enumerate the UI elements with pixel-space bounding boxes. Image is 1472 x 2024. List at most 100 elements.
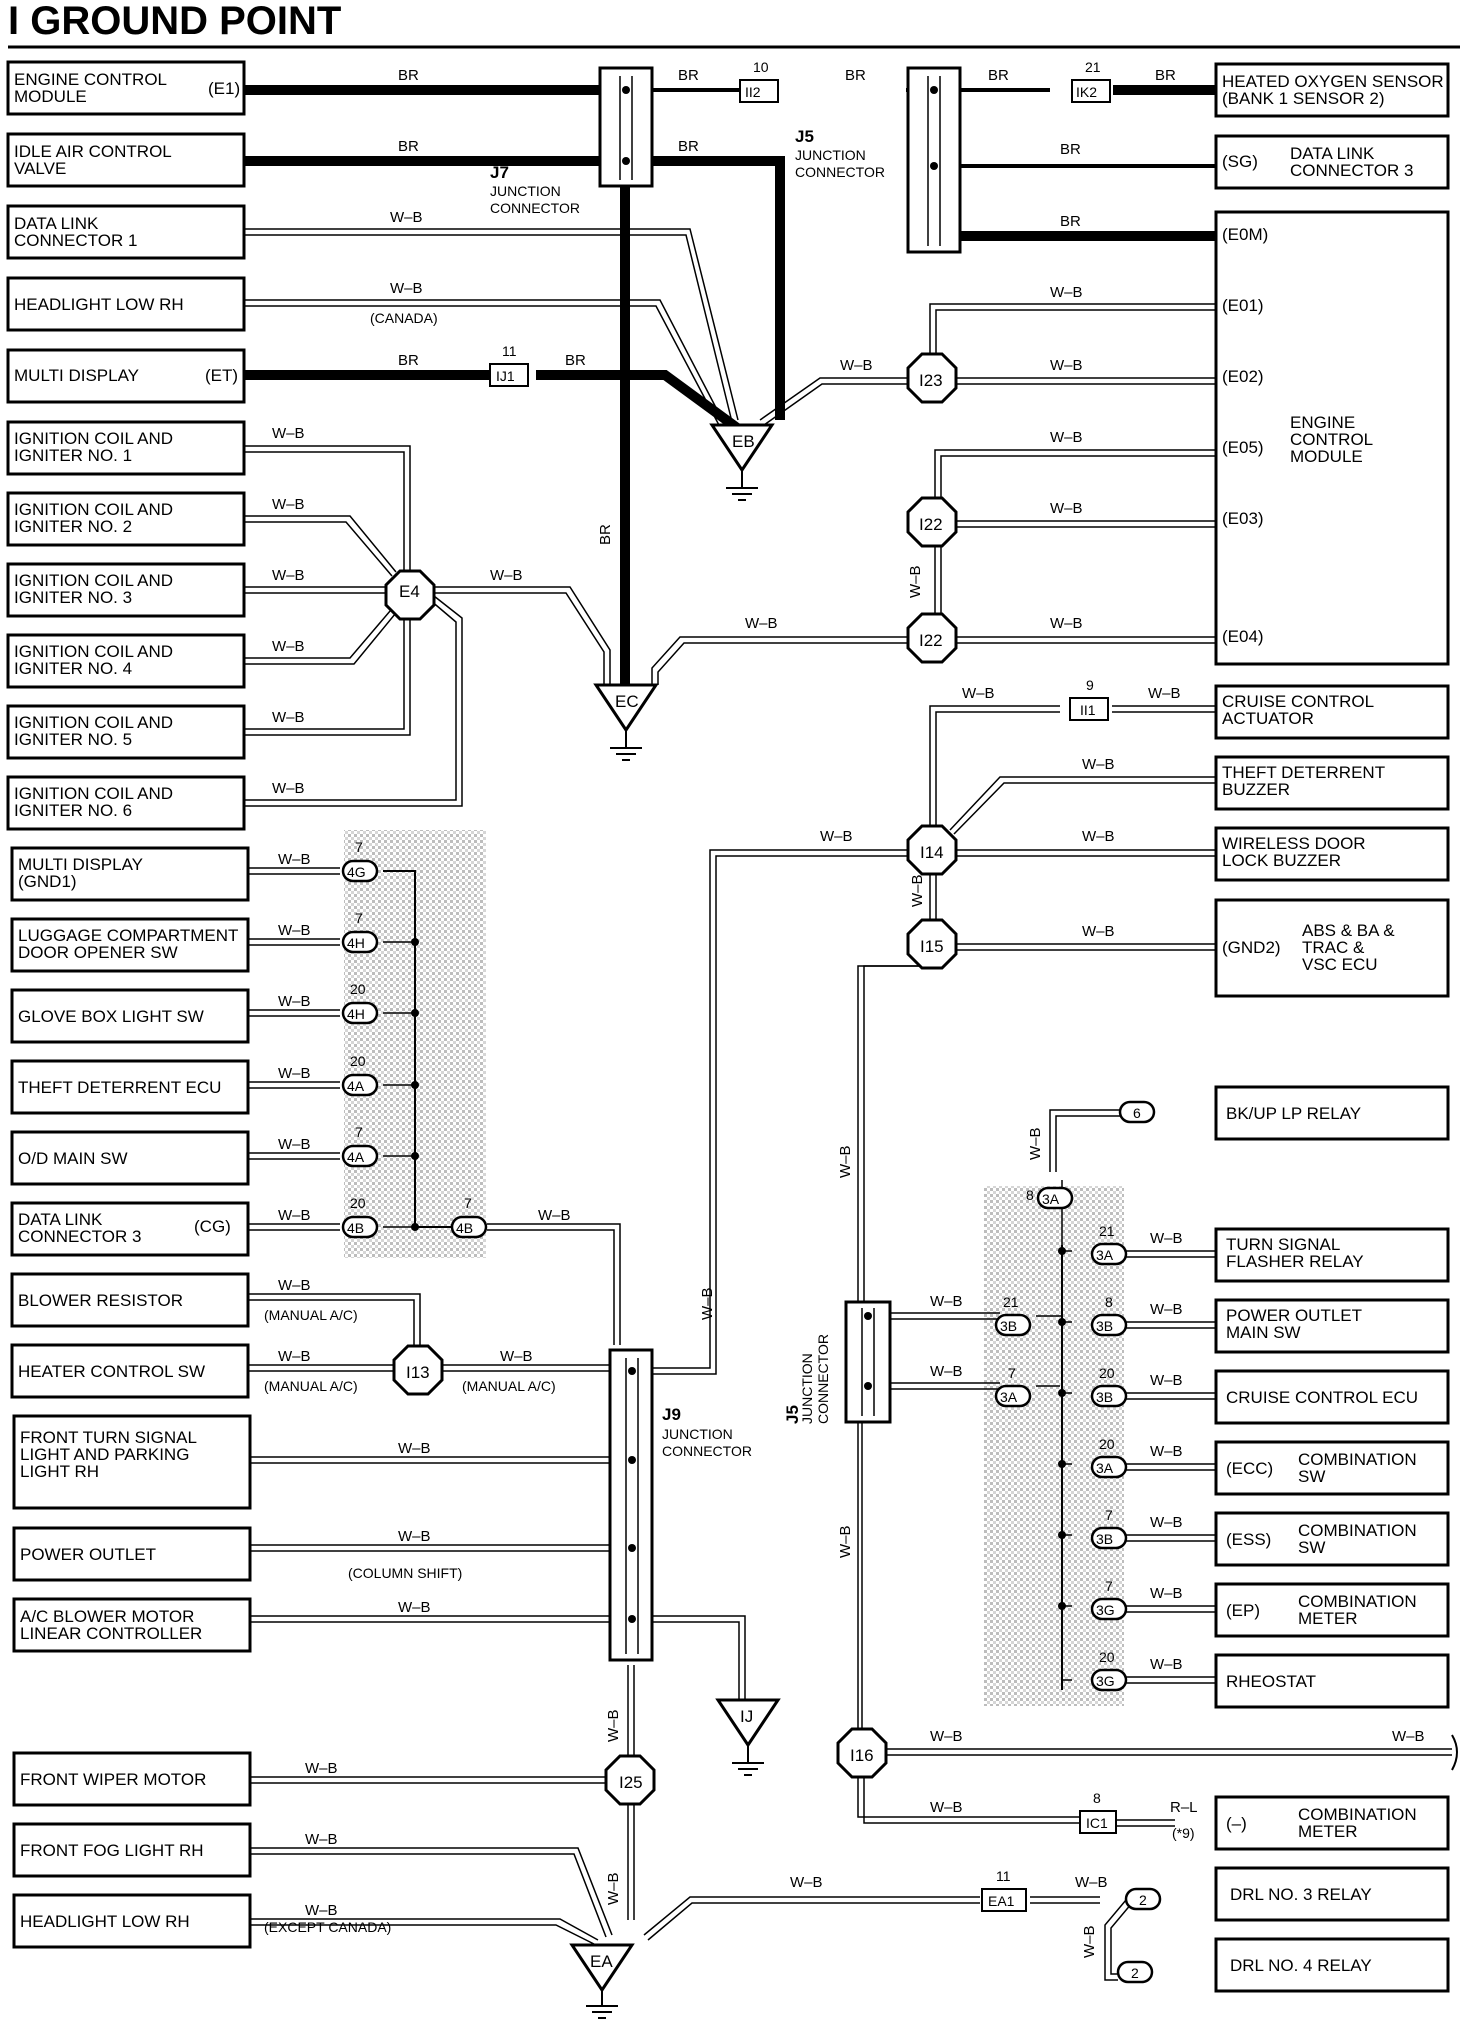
svg-text:IGNITION COIL AND: IGNITION COIL AND — [14, 429, 173, 448]
svg-text:TURN SIGNAL: TURN SIGNAL — [1226, 1235, 1340, 1254]
svg-text:(E05): (E05) — [1222, 438, 1264, 457]
ground-earth-lines — [586, 470, 764, 2019]
svg-text:LOCK BUZZER: LOCK BUZZER — [1222, 851, 1341, 870]
wire-wb-50: W–B — [930, 1293, 963, 1310]
svg-text:(SG): (SG) — [1222, 152, 1258, 171]
drl-no-4-relay: DRL NO. 4 RELAY — [1230, 1956, 1372, 1975]
svg-text:CONNECTOR: CONNECTOR — [490, 200, 580, 216]
wire-wb-18: W–B — [278, 851, 311, 868]
jb-right-id-10: 3G — [1096, 1673, 1115, 1689]
wire-wb-52: W–B — [1150, 1230, 1183, 1247]
splice-i22-upper: I22 — [919, 515, 943, 534]
wire-wb-51: W–B — [930, 1363, 963, 1380]
wire-br-10: BR — [398, 352, 419, 369]
svg-text:DRL NO. 4 RELAY: DRL NO. 4 RELAY — [1230, 1956, 1372, 1975]
wire-wb-14: W–B — [272, 638, 305, 655]
svg-text:RHEOSTAT: RHEOSTAT — [1226, 1672, 1316, 1691]
wire-br-4: BR — [678, 138, 699, 155]
svg-text:LIGHT AND PARKING: LIGHT AND PARKING — [20, 1445, 189, 1464]
svg-text:THEFT DETERRENT ECU: THEFT DETERRENT ECU — [18, 1078, 221, 1097]
splice-i15: I15 — [920, 937, 944, 956]
jb-left-pills — [341, 859, 488, 1239]
jb-right-num-10: 20 — [1099, 1649, 1115, 1665]
svg-text:HEATED OXYGEN SENSOR: HEATED OXYGEN SENSOR — [1222, 72, 1444, 91]
note-manual-ac-1: (MANUAL A/C) — [264, 1307, 358, 1323]
wire-br-5: BR — [845, 67, 866, 84]
wire-wb-6: W–B — [1050, 429, 1083, 446]
jb-left-id-4: 4A — [347, 1078, 365, 1094]
svg-text:HEADLIGHT LOW RH: HEADLIGHT LOW RH — [14, 295, 184, 314]
jb-left-num-4: 20 — [350, 1053, 366, 1069]
wire-wb-45: W–B — [1082, 923, 1115, 940]
ij1-id: IJ1 — [496, 368, 515, 384]
jb-right-id-4: 3B — [1000, 1318, 1017, 1334]
j5-bottom-title: J5 JUNCTION CONNECTOR — [783, 1334, 831, 1424]
ea1-id: EA1 — [988, 1893, 1015, 1909]
junction-dots — [411, 86, 1066, 1623]
wire-wb-1: W–B — [390, 209, 423, 226]
wire-wb-5: W–B — [1050, 357, 1083, 374]
ground-ec-label: EC — [615, 692, 639, 711]
jb-right-num-2: 21 — [1099, 1223, 1115, 1239]
svg-text:COMBINATION: COMBINATION — [1298, 1450, 1417, 1469]
svg-text:LIGHT RH: LIGHT RH — [20, 1462, 99, 1481]
glove-box-light-sw: GLOVE BOX LIGHT SW — [18, 1007, 204, 1026]
wire-wb-48: W–B — [837, 1525, 854, 1558]
ecm-right: (E0M) (E01) (E02) (E05) (E03) (E04) ENGI… — [1222, 225, 1373, 646]
inline-connector-boxes — [489, 79, 1117, 1912]
wire-wb-30: W–B — [398, 1599, 431, 1616]
j9-title: J9 JUNCTION CONNECTOR — [662, 1405, 752, 1459]
jb-left-num-1: 7 — [355, 839, 363, 855]
blower-resistor: BLOWER RESISTOR — [18, 1291, 183, 1310]
wire-br-7: BR — [1155, 67, 1176, 84]
wire-wb-3: W–B — [840, 357, 873, 374]
svg-text:COMBINATION: COMBINATION — [1298, 1521, 1417, 1540]
abs-vsc-ecu: (GND2)ABS & BA &TRAC &VSC ECU — [1222, 921, 1395, 974]
splice-i16: I16 — [850, 1746, 874, 1765]
wire-wb-22: W–B — [278, 1136, 311, 1153]
wire-wb-46: W–B — [909, 874, 926, 907]
wire-wb-44: W–B — [1082, 828, 1115, 845]
wire-wb-40: W–B — [820, 828, 853, 845]
drl3-conn: 2 — [1139, 1892, 1147, 1908]
rheostat: RHEOSTAT — [1226, 1672, 1316, 1691]
svg-text:BK/UP LP RELAY: BK/UP LP RELAY — [1226, 1104, 1361, 1123]
ik2-num: 21 — [1085, 59, 1101, 75]
svg-text:SW: SW — [1298, 1467, 1325, 1486]
wire-wb-8: W–B — [907, 565, 924, 598]
svg-text:IGNITION COIL AND: IGNITION COIL AND — [14, 784, 173, 803]
ground-eb-label: EB — [732, 432, 755, 451]
wire-wb-61: W–B — [930, 1799, 963, 1816]
note-manual-ac-3: (MANUAL A/C) — [462, 1378, 556, 1394]
svg-text:(EP): (EP) — [1226, 1601, 1260, 1620]
wire-wb-55: W–B — [1150, 1443, 1183, 1460]
ground-symbols — [569, 423, 781, 1993]
svg-text:DATA LINK: DATA LINK — [1290, 144, 1375, 163]
svg-text:SW: SW — [1298, 1538, 1325, 1557]
svg-text:IGNITION COIL AND: IGNITION COIL AND — [14, 713, 173, 732]
svg-text:BLOWER RESISTOR: BLOWER RESISTOR — [18, 1291, 183, 1310]
svg-text:FRONT TURN SIGNAL: FRONT TURN SIGNAL — [20, 1428, 197, 1447]
svg-text:LUGGAGE COMPARTMENT: LUGGAGE COMPARTMENT — [18, 926, 238, 945]
svg-text:(GND1): (GND1) — [18, 872, 77, 891]
wire-wb-31: W–B — [305, 1760, 338, 1777]
svg-text:IDLE AIR CONTROL: IDLE AIR CONTROL — [14, 142, 172, 161]
svg-text:DOOR OPENER SW: DOOR OPENER SW — [18, 943, 178, 962]
svg-text:J5: J5 — [795, 127, 814, 146]
ii2-num: 10 — [753, 59, 769, 75]
wire-br-3: BR — [678, 67, 699, 84]
wire-wb-15: W–B — [272, 709, 305, 726]
svg-text:O/D MAIN SW: O/D MAIN SW — [18, 1149, 128, 1168]
multi-display-et: MULTI DISPLAY(ET) — [14, 366, 238, 385]
od-main-sw: O/D MAIN SW — [18, 1149, 128, 1168]
wire-wb-21: W–B — [278, 1065, 311, 1082]
jb-right-id-6: 3A — [1000, 1389, 1018, 1405]
splice-i14: I14 — [920, 843, 944, 862]
